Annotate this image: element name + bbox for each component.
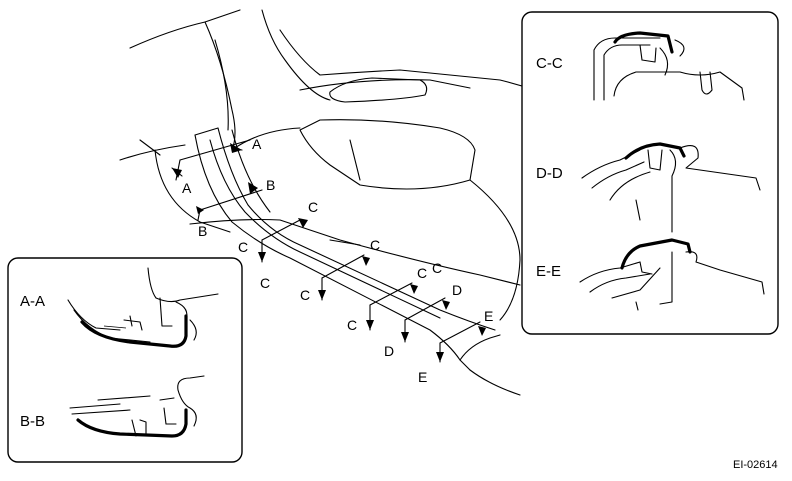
figure-code: EI-02614: [733, 459, 778, 471]
label-c-2: C: [238, 239, 248, 255]
label-d-upper: D: [452, 282, 462, 298]
label-section-d-d: D-D: [536, 165, 563, 182]
label-e-lower: E: [418, 369, 427, 385]
label-e-upper: E: [484, 308, 493, 324]
section-d-d-drawing: [581, 142, 761, 233]
label-c-1: C: [308, 199, 318, 215]
section-inset-right: C-C D-D E-E: [521, 11, 779, 335]
section-e-e-drawing: [579, 238, 765, 311]
section-inset-left: A-A B-B: [7, 257, 243, 463]
label-c-6: C: [347, 317, 357, 333]
label-c-7: C: [432, 260, 442, 276]
section-c-c-drawing: [593, 31, 745, 101]
label-d-lower: D: [384, 343, 394, 359]
label-section-c-c: C-C: [536, 55, 563, 72]
label-section-e-e: E-E: [536, 263, 561, 280]
car-body-outline: [119, 9, 601, 321]
label-c-3: C: [370, 237, 380, 253]
label-a-lower: A: [182, 180, 192, 196]
scuff-plate: [194, 127, 521, 396]
label-b-upper: B: [266, 177, 275, 193]
section-b-b-drawing: [69, 375, 205, 438]
label-b-lower: B: [198, 223, 207, 239]
label-a-upper: A: [252, 136, 262, 152]
label-c-8: C: [260, 275, 270, 291]
label-section-a-a: A-A: [20, 293, 45, 310]
section-a-a-drawing: [67, 267, 219, 348]
section-markers: [171, 139, 486, 363]
label-c-4: C: [300, 287, 310, 303]
main-labels: A A B B C C C C C C C C D D E E: [182, 136, 493, 385]
label-c-5: C: [417, 265, 427, 281]
label-section-b-b: B-B: [20, 413, 45, 430]
